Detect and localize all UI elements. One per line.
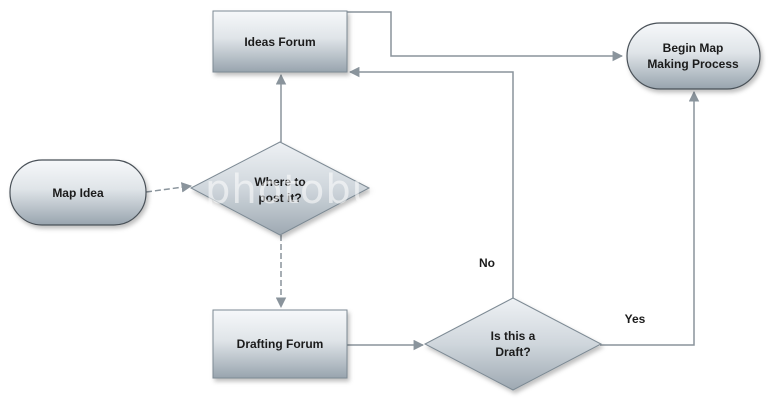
branch-label-no: No — [479, 256, 495, 270]
is-draft-label-line1: Is this a — [491, 329, 536, 343]
begin-map-label-line2: Making Process — [647, 57, 739, 71]
is-draft-label-line2: Draft? — [495, 345, 530, 359]
watermark-text: photobucket — [205, 167, 466, 213]
connectors — [145, 11, 700, 351]
node-drafting-forum: Drafting Forum — [212, 309, 348, 379]
ideas-forum-label: Ideas Forum — [244, 35, 315, 49]
node-where-to-post: Where to post it? — [189, 141, 371, 236]
watermark: photobucket — [205, 167, 466, 213]
begin-map-label-line1: Begin Map — [663, 41, 724, 55]
node-begin-map-making: Begin Map Making Process — [626, 22, 761, 90]
connector-map-idea-to-where — [145, 182, 193, 193]
node-ideas-forum: Ideas Forum — [212, 10, 348, 73]
node-map-idea: Map Idea — [9, 159, 147, 226]
node-is-draft: Is this a Draft? — [423, 297, 603, 391]
map-idea-label: Map Idea — [52, 186, 104, 200]
connector-no-to-ideas-forum — [348, 66, 514, 300]
where-label-line1: Where to — [254, 175, 305, 189]
connector-ideas-forum-to-begin-map — [347, 11, 624, 62]
where-label-line2: post it? — [258, 191, 301, 205]
branch-label-yes: Yes — [625, 312, 646, 326]
drafting-forum-label: Drafting Forum — [237, 337, 324, 351]
connector-yes-to-begin-map — [600, 90, 700, 346]
